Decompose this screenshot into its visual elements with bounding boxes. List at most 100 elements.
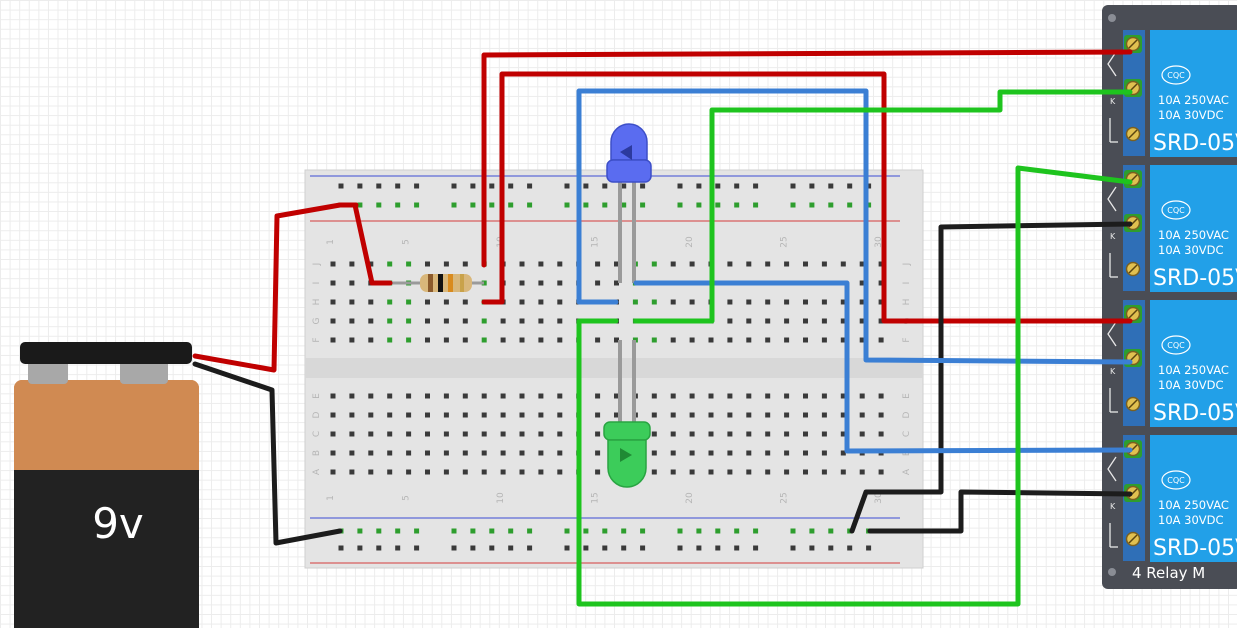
battery: 9v: [14, 342, 199, 628]
breadboard-rail-hole: [847, 202, 853, 208]
breadboard-hole: [765, 469, 771, 475]
breadboard-rail-hole: [809, 183, 815, 189]
breadboard-hole: [330, 261, 336, 267]
breadboard-hole: [330, 412, 336, 418]
resistor: [388, 274, 484, 292]
breadboard-hole: [859, 469, 865, 475]
breadboard-hole: [462, 261, 468, 267]
breadboard-hole: [765, 450, 771, 456]
breadboard-hole: [406, 299, 412, 305]
breadboard-rail-hole: [828, 202, 834, 208]
led-green: [603, 340, 651, 488]
breadboard-hole: [840, 318, 846, 324]
breadboard-hole: [670, 393, 676, 399]
breadboard-hole: [519, 280, 525, 286]
black-wire-relay2: [849, 221, 1133, 534]
breadboard-column-number: 20: [685, 236, 695, 248]
breadboard-hole: [330, 280, 336, 286]
breadboard-column-number: 1: [326, 239, 336, 245]
breadboard-rail-hole: [470, 528, 476, 534]
breadboard-hole: [803, 450, 808, 456]
breadboard-hole: [803, 412, 808, 418]
breadboard-hole: [727, 261, 733, 267]
breadboard-rail-hole: [489, 528, 495, 534]
breadboard-hole: [689, 450, 695, 456]
breadboard-hole: [784, 412, 790, 418]
relay-module-title: 4 Relay M: [1132, 564, 1205, 582]
breadboard-hole: [821, 450, 827, 456]
breadboard-hole: [538, 337, 544, 343]
breadboard-rail-hole: [866, 183, 872, 189]
breadboard-hole: [443, 393, 449, 399]
cqc-logo-icon: [1161, 65, 1191, 85]
breadboard-row-letter: C: [902, 431, 912, 437]
breadboard-rail-hole: [489, 545, 495, 551]
breadboard-hole: [368, 318, 374, 324]
breadboard-rail-hole: [564, 528, 570, 534]
breadboard-row-letter: E: [902, 393, 912, 399]
breadboard-hole: [727, 318, 733, 324]
breadboard-rail-hole: [451, 183, 457, 189]
breadboard-hole: [821, 431, 827, 437]
breadboard-hole: [878, 412, 884, 418]
breadboard-rail-hole: [395, 545, 401, 551]
breadboard-hole: [406, 318, 412, 324]
breadboard-column-number: 15: [591, 492, 601, 503]
relay-cert-label: CQC: [1167, 71, 1185, 80]
breadboard-hole: [406, 469, 412, 475]
breadboard-hole: [859, 318, 865, 324]
breadboard-hole: [330, 393, 336, 399]
battery-clip: [20, 342, 192, 364]
breadboard-hole: [878, 299, 884, 305]
breadboard-rail-hole: [696, 528, 702, 534]
breadboard-rail-hole: [527, 202, 533, 208]
breadboard-hole: [519, 431, 525, 437]
breadboard-hole: [859, 431, 865, 437]
red-wire-relay1-com: [481, 49, 1133, 268]
breadboard-rail-hole: [809, 202, 815, 208]
breadboard-hole: [821, 261, 827, 267]
black-wires: [192, 221, 1133, 546]
red-wires: [192, 49, 1133, 373]
breadboard-rail-hole: [621, 183, 627, 189]
breadboard-hole: [614, 280, 619, 286]
breadboard-hole: [406, 412, 412, 418]
breadboard-hole: [821, 299, 827, 305]
breadboard-hole: [746, 299, 752, 305]
breadboard-rail-hole: [640, 528, 646, 534]
breadboard-rail-hole: [583, 545, 589, 551]
breadboard-hole: [727, 450, 733, 456]
breadboard-hole: [670, 450, 676, 456]
breadboard-hole: [538, 393, 544, 399]
breadboard-rail-hole: [640, 202, 646, 208]
breadboard-hole: [349, 318, 355, 324]
relay-model: SRD-05VD: [1153, 131, 1237, 156]
breadboard-hole: [330, 318, 336, 324]
relay-cert-label: CQC: [1167, 341, 1185, 350]
breadboard-hole: [670, 431, 676, 437]
breadboard-rail-hole: [508, 183, 514, 189]
breadboard-hole: [651, 299, 657, 305]
svg-text:K: K: [1110, 232, 1116, 241]
breadboard-hole: [519, 469, 525, 475]
breadboard-rail-hole: [583, 183, 589, 189]
breadboard-hole: [670, 469, 676, 475]
breadboard-hole: [784, 318, 790, 324]
breadboard-hole: [500, 431, 506, 437]
breadboard-hole: [349, 261, 355, 267]
breadboard-rail-hole: [583, 202, 589, 208]
cqc-logo-icon: [1161, 470, 1191, 490]
breadboard-row-letter: D: [312, 411, 322, 418]
breadboard-rail-hole: [715, 183, 721, 189]
breadboard-hole: [670, 261, 676, 267]
breadboard-hole: [651, 337, 657, 343]
breadboard-hole: [803, 299, 808, 305]
breadboard-hole: [425, 469, 430, 475]
breadboard-column-number: 1: [326, 495, 336, 501]
green-wires: [576, 89, 1133, 607]
green-wire-relay2: [576, 165, 1133, 607]
breadboard-hole: [595, 280, 601, 286]
breadboard-row-letter: G: [312, 317, 322, 324]
breadboard-hole: [821, 318, 827, 324]
breadboard-rail-hole: [809, 528, 815, 534]
